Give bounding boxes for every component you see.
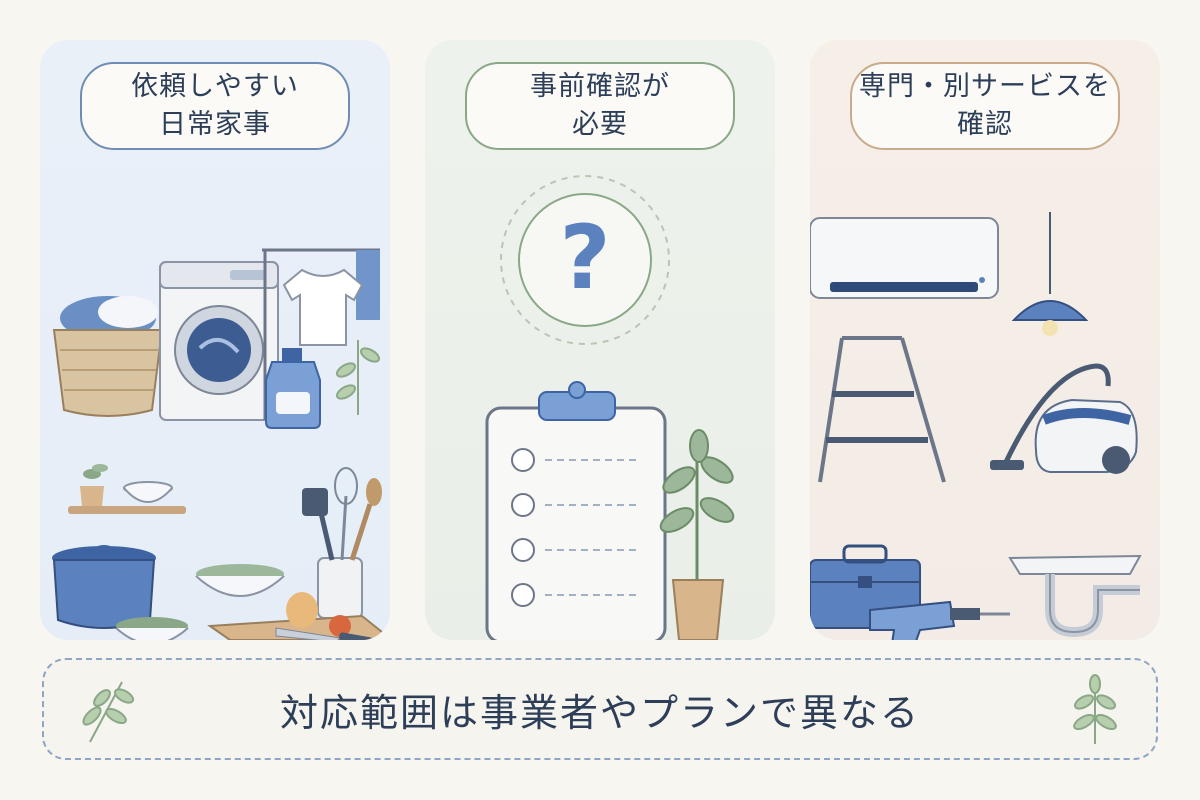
power-drill-icon bbox=[869, 600, 1010, 640]
question-mark-icon: ? bbox=[500, 175, 670, 345]
t-shirt-icon bbox=[262, 248, 380, 420]
knife-icon bbox=[275, 627, 374, 640]
leaf-sprig-icon bbox=[82, 681, 135, 743]
panel-title-box: 依頼しやすい 日常家事 bbox=[80, 62, 350, 150]
washing-machine-icon bbox=[159, 261, 279, 421]
footer-banner: 対応範囲は事業者やプランで異なる bbox=[42, 658, 1158, 760]
panel-title-box: 事前確認が 必要 bbox=[465, 62, 735, 150]
shelf-icon bbox=[68, 464, 186, 514]
air-conditioner-icon bbox=[810, 217, 999, 299]
utensil-holder-icon bbox=[302, 467, 382, 619]
clipboard-checklist-icon bbox=[485, 381, 667, 640]
stepladder-icon bbox=[818, 336, 946, 483]
panel-title-line-1: 依頼しやすい bbox=[131, 71, 299, 102]
panel-title-box: 専門・別サービスを 確認 bbox=[850, 62, 1120, 150]
panel-illustration bbox=[810, 212, 1142, 640]
plant-icon bbox=[335, 340, 381, 415]
panel-daily-chores: 依頼しやすい 日常家事 bbox=[40, 40, 390, 640]
panel-needs-confirmation: 事前確認が 必要 ? bbox=[425, 40, 775, 640]
panel-specialist-services: 専門・別サービスを 確認 bbox=[810, 40, 1160, 640]
panel-title-line-2: 必要 bbox=[572, 109, 628, 140]
panel-title-line-1: 事前確認が bbox=[530, 71, 670, 102]
footer-text: 対応範囲は事業者やプランで異なる bbox=[279, 691, 920, 735]
cooking-pot-icon bbox=[52, 545, 156, 629]
panel-illustration bbox=[52, 248, 390, 640]
sink-pipe-icon bbox=[1008, 554, 1142, 638]
bowl-icon bbox=[115, 564, 285, 640]
panel-title-line-2: 日常家事 bbox=[159, 109, 271, 140]
panel-illustration: ? bbox=[485, 175, 735, 640]
panel-title-line-2: 確認 bbox=[957, 109, 1013, 140]
detergent-bottle-icon bbox=[265, 348, 321, 429]
pendant-lamp-icon bbox=[1011, 212, 1089, 336]
leaf-sprig-icon bbox=[1073, 674, 1117, 744]
panel-title-line-1: 専門・別サービスを bbox=[859, 71, 1111, 102]
vacuum-cleaner-icon bbox=[990, 363, 1138, 474]
potted-plant-icon bbox=[659, 429, 735, 640]
laundry-basket-icon bbox=[52, 296, 164, 417]
svg-text:?: ? bbox=[559, 206, 610, 309]
